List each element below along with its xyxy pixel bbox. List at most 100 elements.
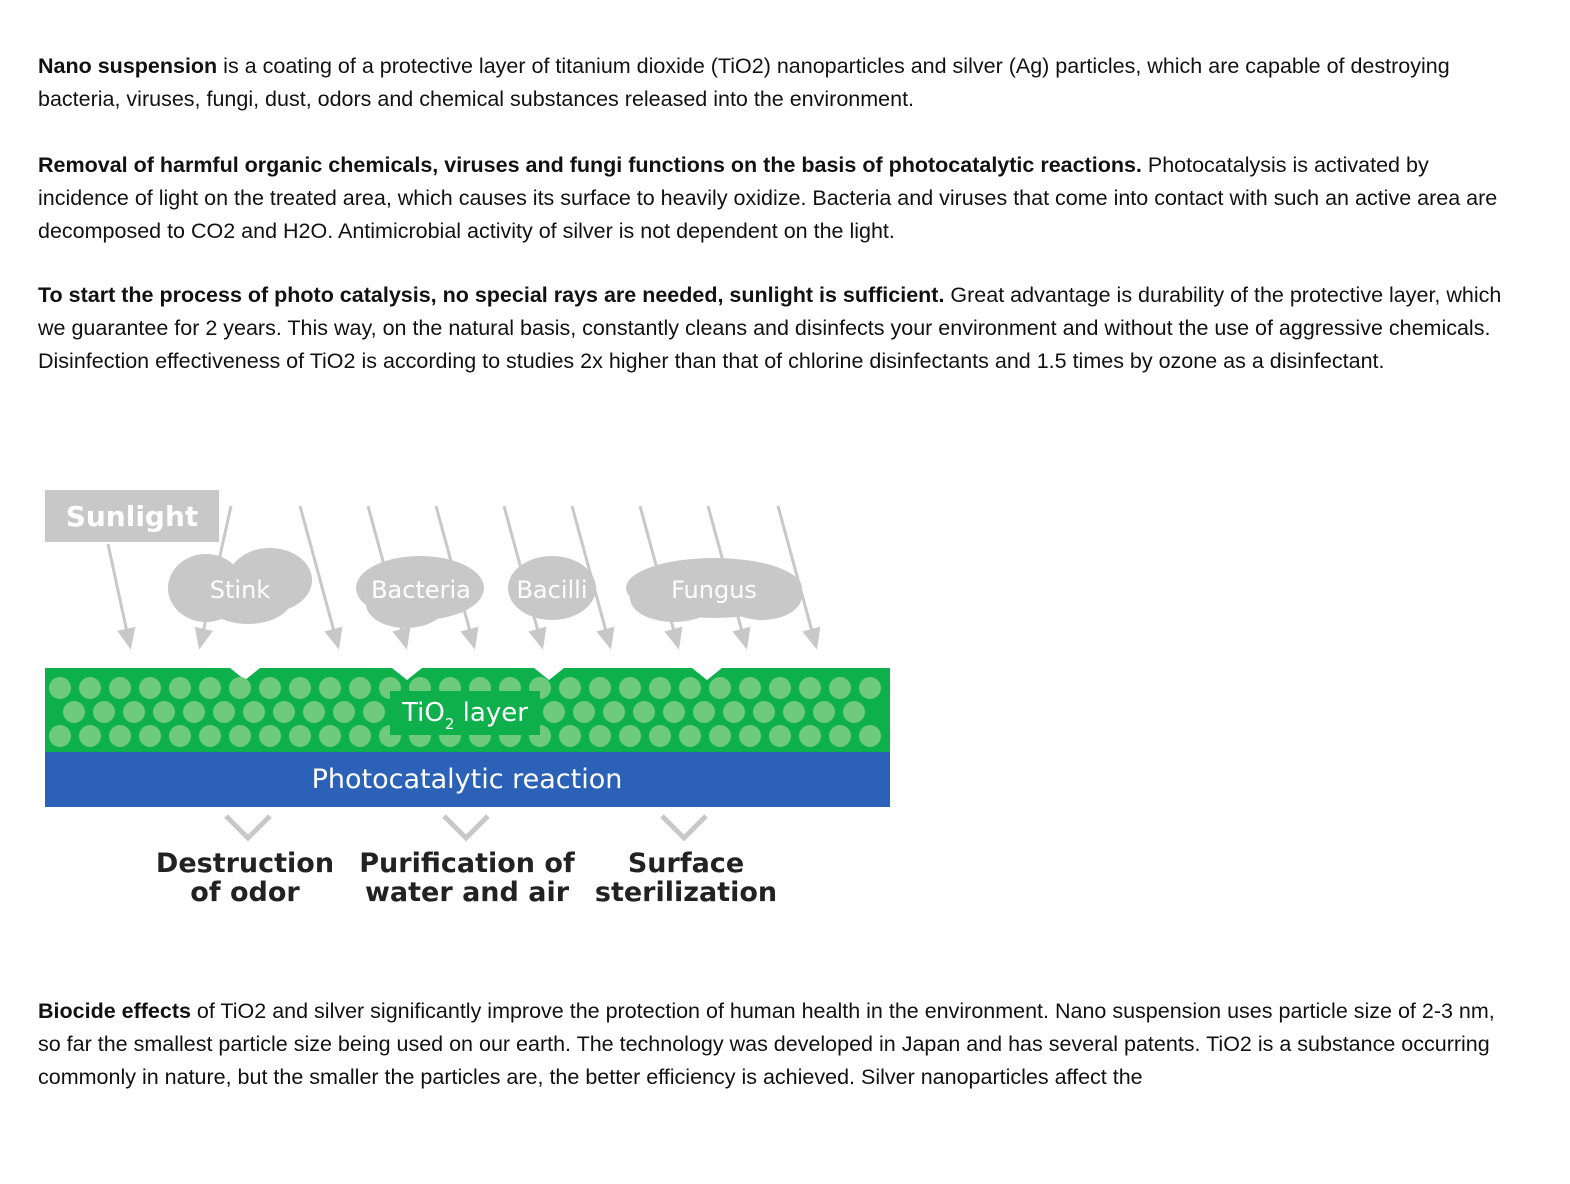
cloud-stink [168, 548, 312, 624]
paragraph-bold-lead: To start the process of photo catalysis,… [38, 283, 945, 307]
tio2-particle [93, 701, 115, 723]
tio2-particle [183, 701, 205, 723]
tio2-particle [723, 701, 745, 723]
cloud-label-bacteria: Bacteria [371, 576, 471, 604]
sunlight-ray [776, 505, 814, 631]
paragraph-bold-lead: Biocide effects [38, 999, 191, 1023]
tio2-particle [153, 701, 175, 723]
paragraph-body: is a coating of a protective layer of ti… [38, 54, 1450, 111]
tio2-particle [169, 677, 191, 699]
tio2-particle [259, 725, 281, 747]
cloud-bacilli [508, 556, 596, 620]
paragraph-bold-lead: Removal of harmful organic chemicals, vi… [38, 153, 1142, 177]
paragraph-photo-catalysis: To start the process of photo catalysis,… [38, 279, 1518, 378]
tio2-particle [649, 725, 671, 747]
tio2-particle [649, 677, 671, 699]
tio2-particle [859, 677, 881, 699]
tio2-label-rest: layer [454, 698, 528, 728]
paragraph-biocide: Biocide effects of TiO2 and silver signi… [38, 995, 1518, 1094]
arrow-head-icon [802, 626, 821, 650]
paragraph-body: of TiO2 and silver significantly improve… [38, 999, 1495, 1089]
tio2-particle [319, 677, 341, 699]
tio2-particle [679, 725, 701, 747]
arrow-head-icon [460, 626, 479, 650]
arrow-head-icon [324, 626, 343, 650]
arrow-head-icon [392, 626, 411, 650]
tio2-particle [199, 677, 221, 699]
tio2-particle [229, 725, 251, 747]
tio2-particle [589, 725, 611, 747]
sunlight-label: Sunlight [66, 500, 199, 533]
tio2-particle [633, 701, 655, 723]
tio2-particle [769, 677, 791, 699]
tio2-particle [273, 701, 295, 723]
cloud-label-bacilli: Bacilli [516, 576, 587, 604]
tio2-particle [243, 701, 265, 723]
tio2-particle [829, 725, 851, 747]
arrow-head-icon [117, 626, 136, 650]
tio2-particle [319, 725, 341, 747]
tio2-particle [799, 725, 821, 747]
tio2-particle [49, 677, 71, 699]
tio2-particle [619, 725, 641, 747]
tio2-particle [543, 701, 565, 723]
tio2-particle [829, 677, 851, 699]
tio2-particle [139, 725, 161, 747]
tio2-particle [589, 677, 611, 699]
tio2-particle [859, 725, 881, 747]
outcome-sterilization-line2: sterilization [595, 877, 777, 908]
tio2-particle [333, 701, 355, 723]
tio2-particle [709, 725, 731, 747]
tio2-particle [573, 701, 595, 723]
cloud-label-stink: Stink [210, 576, 271, 604]
outcome-purification-line1: Purification of [359, 848, 575, 879]
cloud-fungus [626, 558, 802, 622]
cloud-bacteria [356, 556, 484, 628]
outcome-destruction-line2: of odor [190, 877, 300, 908]
tio2-particle [139, 677, 161, 699]
chevron-down-icon [660, 814, 708, 842]
paragraph-removal: Removal of harmful organic chemicals, vi… [38, 149, 1518, 248]
tio2-particle [813, 701, 835, 723]
paragraph-bold-lead: Nano suspension [38, 54, 218, 78]
tio2-layer-label: TiO2 layer [401, 698, 528, 733]
tio2-particle [199, 725, 221, 747]
tio2-particle [739, 725, 761, 747]
chevron-down-icon [442, 814, 490, 842]
tio2-particle [693, 701, 715, 723]
tio2-particle [559, 677, 581, 699]
arrow-head-icon [596, 626, 615, 650]
tio2-particle [109, 725, 131, 747]
tio2-particle [709, 677, 731, 699]
tio2-particle [769, 725, 791, 747]
tio2-label-bg [390, 691, 540, 735]
arrow-head-icon [732, 626, 751, 650]
tio2-label-sub: 2 [445, 715, 455, 733]
paragraph-body: Great advantage is durability of the pro… [38, 283, 1502, 373]
tio2-particle [679, 677, 701, 699]
tio2-particle [289, 677, 311, 699]
arrow-head-icon [664, 626, 683, 650]
sunlight-ray [298, 505, 336, 631]
paragraph-nano-suspension: Nano suspension is a coating of a protec… [38, 50, 1518, 116]
arrow-head-icon [528, 626, 547, 650]
sunlight-ray [570, 505, 608, 631]
tio2-particle [79, 677, 101, 699]
reaction-label: Photocatalytic reaction [312, 764, 623, 795]
tio2-particle [663, 701, 685, 723]
tio2-particle [783, 701, 805, 723]
tio2-label-main: TiO [401, 698, 445, 728]
tio2-particle [49, 725, 71, 747]
tio2-particle [739, 677, 761, 699]
outcome-sterilization-line1: Surface [628, 848, 744, 879]
tio2-particle [799, 677, 821, 699]
reaction-band [45, 752, 890, 807]
tio2-particle [843, 701, 865, 723]
tio2-particle [619, 677, 641, 699]
cloud-label-fungus: Fungus [671, 576, 757, 604]
tio2-particle [603, 701, 625, 723]
sunlight-label-box [45, 490, 219, 542]
sunlight-ray [106, 543, 129, 631]
tio2-particle [63, 701, 85, 723]
tio2-particle [349, 677, 371, 699]
